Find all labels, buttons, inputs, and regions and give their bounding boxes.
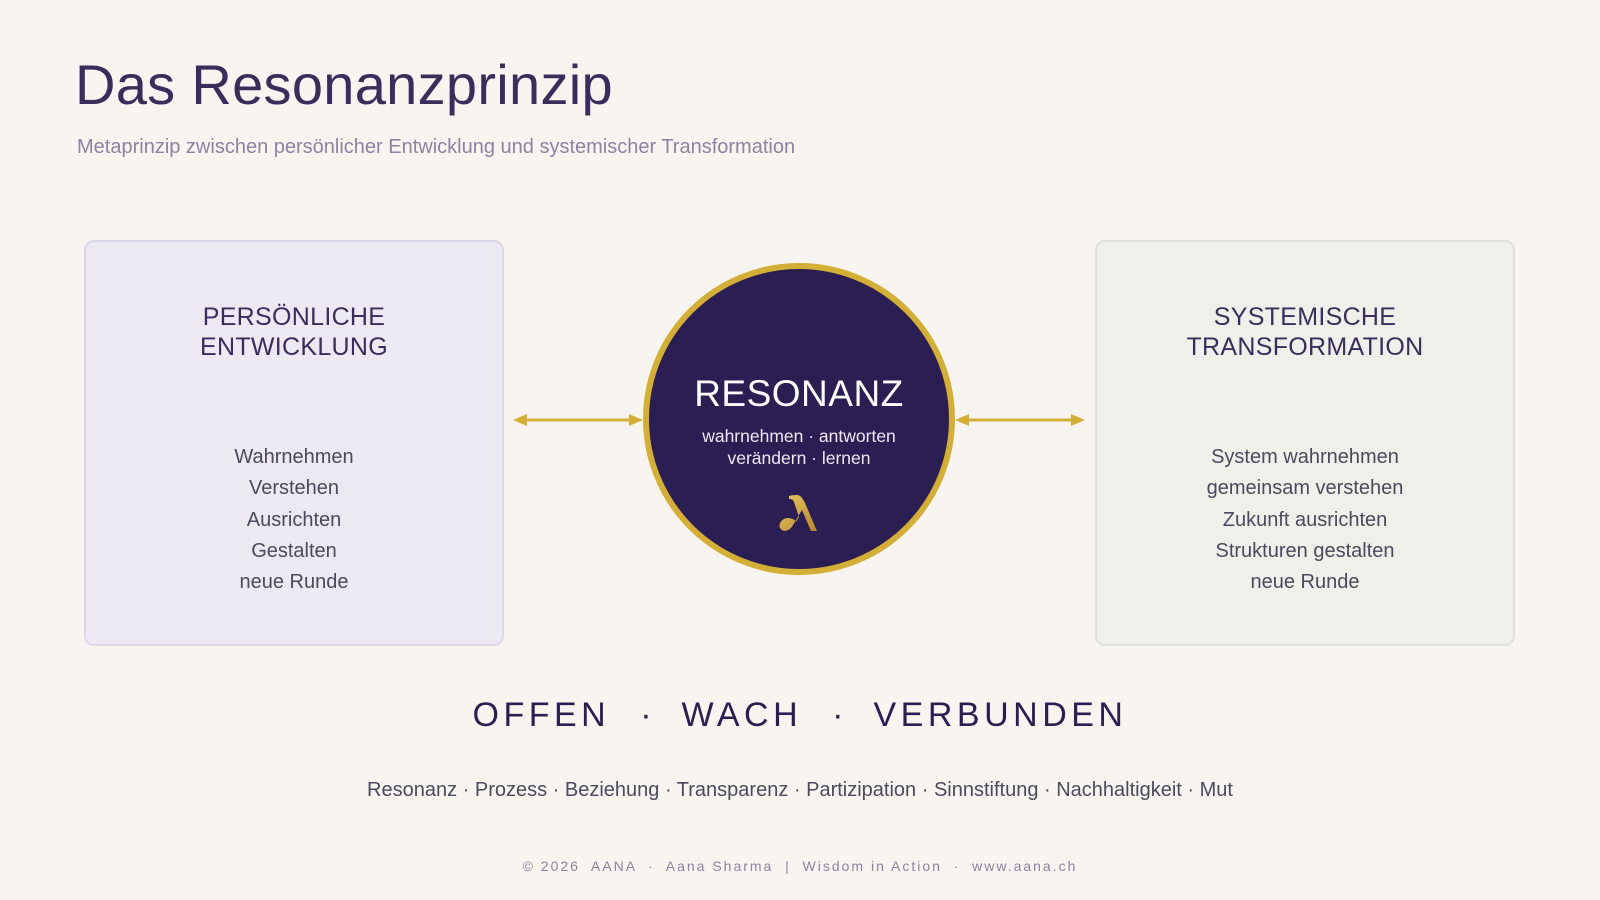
page-title: Das Resonanzprinzip: [75, 53, 613, 116]
double-arrow-left: [513, 414, 643, 426]
double-arrow-right: [955, 414, 1085, 426]
resonance-line-2: verändern · lernen: [727, 448, 871, 468]
list-item: gemeinsam verstehen: [1206, 477, 1404, 500]
systemic-transformation-list: System wahrnehmen gemeinsam verstehen Zu…: [1097, 442, 1513, 598]
personal-development-box: PERSÖNLICHE ENTWICKLUNG Wahrnehmen Verst…: [84, 240, 504, 646]
systemic-transformation-box: SYSTEMISCHE TRANSFORMATION System wahrne…: [1095, 240, 1515, 646]
page-subtitle: Metaprinzip zwischen persönlicher Entwic…: [77, 136, 796, 158]
systemic-transformation-title: SYSTEMISCHE TRANSFORMATION: [1186, 303, 1424, 361]
value-separator: ·: [640, 696, 652, 734]
list-item: Strukturen gestalten: [1215, 539, 1395, 562]
value-wach: WACH: [681, 696, 803, 734]
value-offen: OFFEN: [472, 696, 611, 734]
list-item: neue Runde: [1250, 571, 1360, 594]
list-item: System wahrnehmen: [1211, 446, 1399, 468]
personal-development-title: PERSÖNLICHE ENTWICKLUNG: [199, 303, 389, 361]
core-values: OFFEN · WACH · VERBUNDEN: [0, 696, 1600, 735]
list-item: Zukunft ausrichten: [1222, 508, 1388, 531]
list-item: Wahrnehmen: [234, 446, 354, 468]
list-item: Verstehen: [248, 477, 340, 500]
value-verbunden: VERBUNDEN: [873, 696, 1128, 734]
list-item: Ausrichten: [246, 508, 342, 531]
list-item: neue Runde: [239, 571, 349, 594]
list-item: Gestalten: [251, 539, 337, 562]
value-separator: ·: [832, 696, 844, 734]
resonance-line-1: wahrnehmen · antworten: [702, 426, 896, 446]
keywords-line: Resonanz · Prozess · Beziehung · Transpa…: [367, 779, 1233, 801]
aana-logo-icon: [779, 495, 817, 531]
resonance-circle: RESONANZ wahrnehmen · antworten veränder…: [643, 263, 955, 575]
resonance-title: RESONANZ: [694, 373, 904, 414]
footer: © 2026 AANA · Aana Sharma | Wisdom in Ac…: [522, 858, 1078, 874]
personal-development-list: Wahrnehmen Verstehen Ausrichten Gestalte…: [86, 442, 502, 598]
